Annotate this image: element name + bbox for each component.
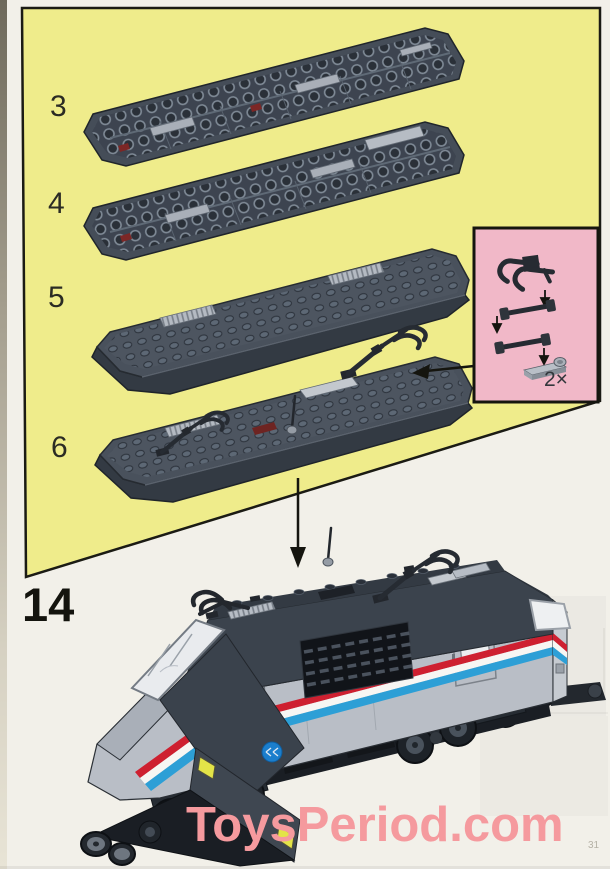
step-5-label: 5	[48, 281, 65, 314]
loco-rear-window	[528, 598, 572, 632]
loco-stripes	[135, 633, 553, 791]
pantograph-arm-icon	[494, 333, 551, 355]
step3-plate	[83, 27, 465, 167]
pantograph-arm-icon	[499, 299, 556, 321]
arrow-down-icon	[290, 478, 306, 568]
hinge-plate-icon	[522, 357, 568, 380]
arrow-left-icon	[412, 364, 475, 379]
step-4-label: 4	[48, 187, 65, 220]
step-6-label: 6	[51, 431, 68, 464]
locomotive	[80, 526, 606, 867]
step6-plate	[94, 327, 474, 503]
loco-windshield	[130, 618, 226, 702]
loco-antenna	[322, 526, 334, 567]
page-edge	[0, 0, 7, 869]
antenna	[286, 394, 298, 435]
loco-pantograph-front	[190, 589, 250, 620]
pantograph-shoe-icon	[497, 254, 555, 292]
headlight-right	[276, 825, 295, 850]
loco-nose	[80, 633, 305, 867]
inset-box	[472, 226, 600, 404]
step5-plate	[91, 248, 471, 395]
headlight-left	[197, 756, 216, 780]
step4-plate	[83, 121, 465, 261]
step-14-label: 14	[22, 578, 75, 631]
step-3-label: 3	[50, 90, 67, 123]
quantity-label: 2×	[544, 368, 568, 391]
page-number: 31	[588, 840, 600, 851]
watermark: ToysPeriod.com	[186, 798, 564, 852]
train-logo	[261, 741, 283, 763]
loco-grille	[299, 621, 414, 699]
loco-roof-details	[227, 562, 491, 620]
